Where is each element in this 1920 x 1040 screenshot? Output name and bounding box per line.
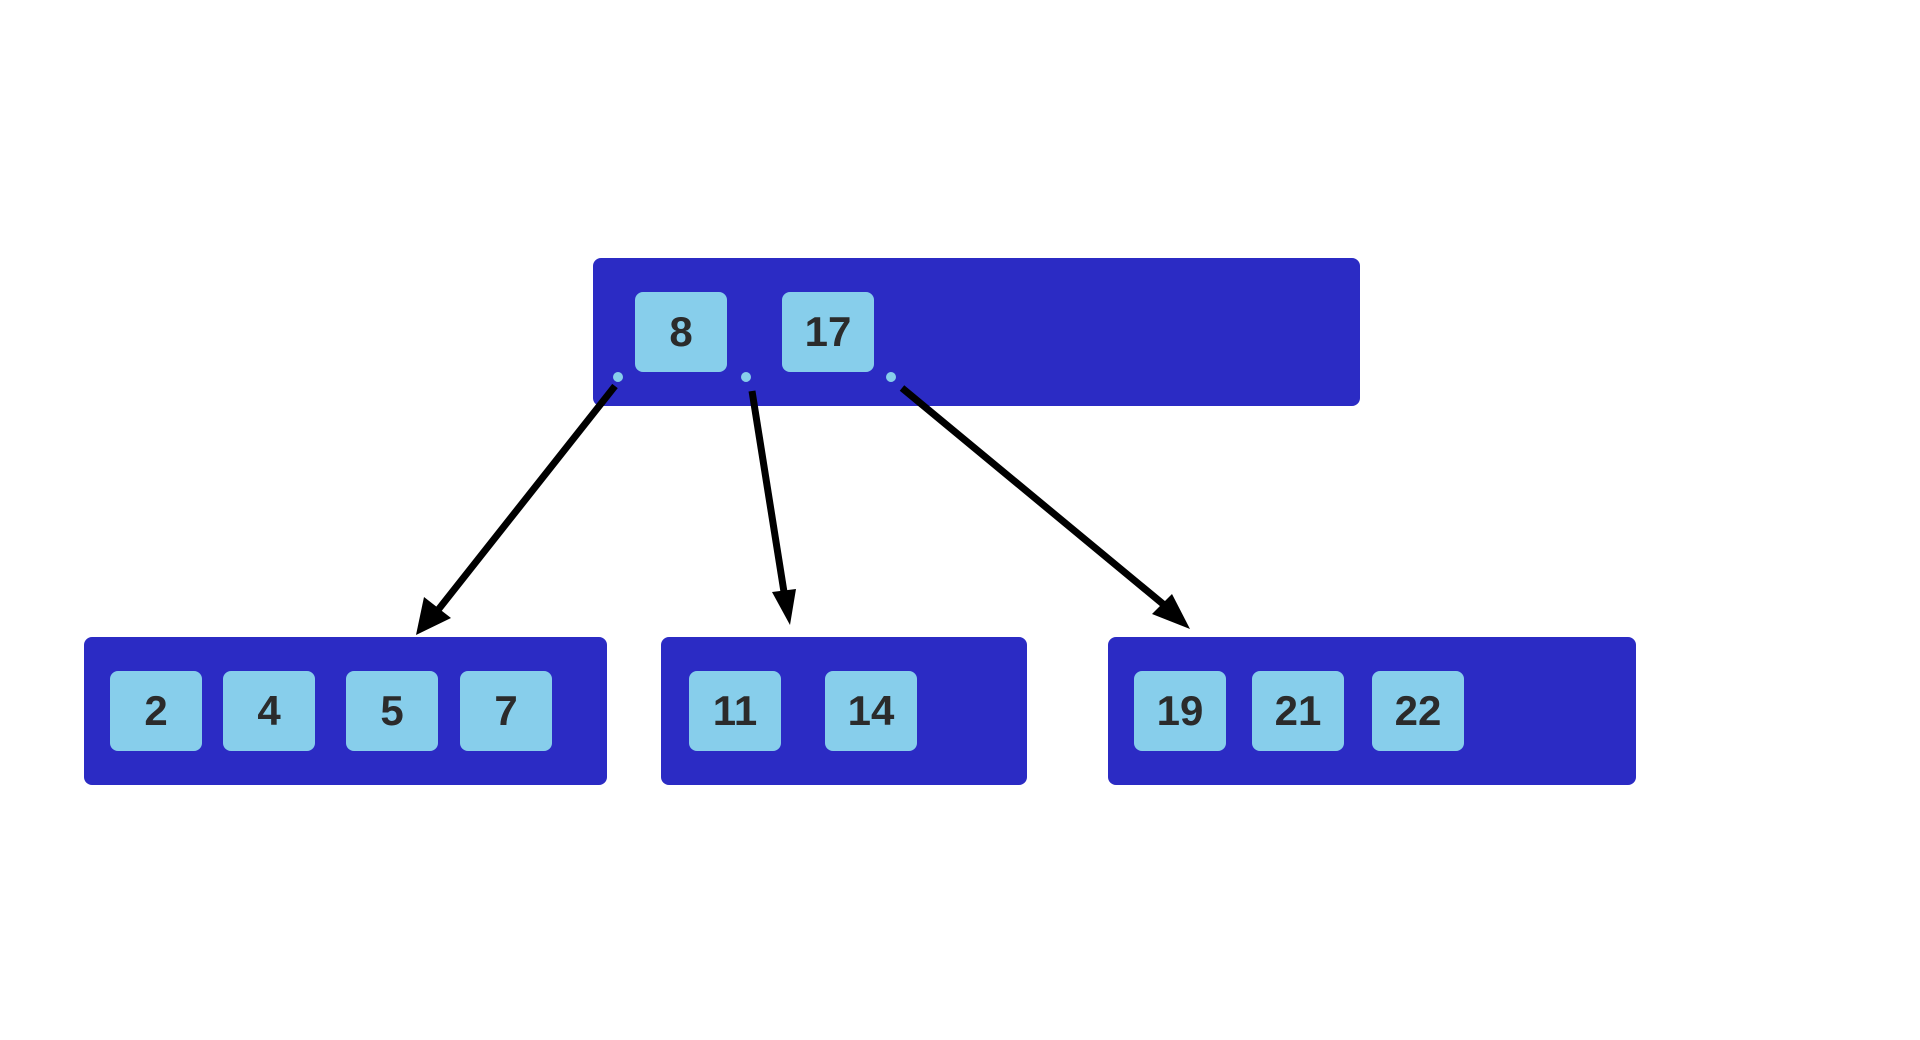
child-2-key-1: 11 bbox=[689, 671, 781, 751]
root-pointer-dot-1 bbox=[613, 372, 623, 382]
child-1-key-3: 5 bbox=[346, 671, 438, 751]
child-1-key-2: 4 bbox=[223, 671, 315, 751]
root-key-1: 8 bbox=[635, 292, 727, 372]
child-2-key-2: 14 bbox=[825, 671, 917, 751]
child-node-2: 11 14 bbox=[661, 637, 1027, 785]
child-node-1: 2 4 5 7 bbox=[84, 637, 607, 785]
child-node-3: 19 21 22 bbox=[1108, 637, 1636, 785]
arrow-to-child-2 bbox=[748, 390, 796, 625]
child-3-key-2: 21 bbox=[1252, 671, 1344, 751]
root-key-2: 17 bbox=[782, 292, 874, 372]
arrow-to-child-1 bbox=[416, 383, 618, 635]
child-1-key-4: 7 bbox=[460, 671, 552, 751]
child-1-key-1: 2 bbox=[110, 671, 202, 751]
root-pointer-dot-2 bbox=[741, 372, 751, 382]
child-3-key-3: 22 bbox=[1372, 671, 1464, 751]
root-pointer-dot-3 bbox=[886, 372, 896, 382]
root-node: 8 17 bbox=[593, 258, 1360, 406]
arrow-to-child-3 bbox=[899, 385, 1190, 629]
child-3-key-1: 19 bbox=[1134, 671, 1226, 751]
